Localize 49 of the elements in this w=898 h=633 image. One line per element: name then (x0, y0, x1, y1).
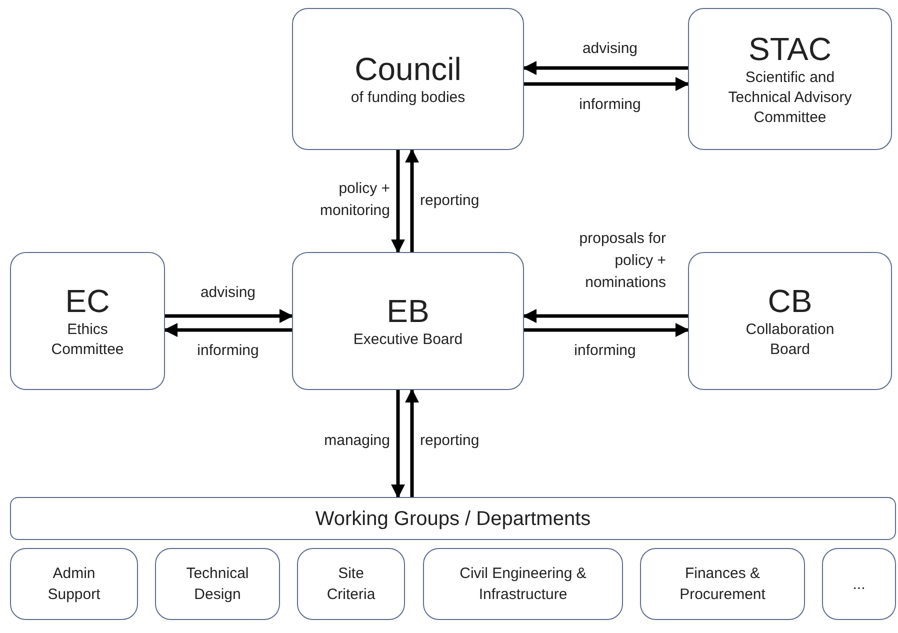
rounded-box (688, 252, 892, 390)
arrow (522, 61, 688, 75)
rounded-box (688, 8, 892, 150)
edge-label: reporting (420, 431, 480, 451)
edge-label: reporting (420, 191, 480, 211)
box-text: Site Criteria (326, 564, 376, 605)
box-title: Council (354, 50, 462, 88)
box-text: Civil Engineering & Infrastructure (458, 564, 588, 605)
rounded-box (292, 8, 524, 150)
edge-label: informing (573, 341, 637, 361)
box-text: Technical Design (185, 564, 250, 605)
arrow (522, 309, 688, 323)
arrow (165, 309, 294, 323)
rounded-box (640, 548, 805, 620)
rounded-box (822, 548, 896, 620)
box-text: Working Groups / Departments (315, 506, 591, 532)
box-text: Scientific and Technical Advisory Committee (727, 68, 853, 128)
rounded-box (297, 548, 405, 620)
arrow (391, 150, 405, 254)
edge-label: managing (323, 431, 390, 451)
box-title: CB (768, 282, 812, 320)
box-title: STAC (748, 30, 832, 68)
arrow (164, 323, 292, 337)
department-bar (10, 497, 896, 540)
box-title: EC (65, 282, 110, 320)
box-text: Collaboration Board (744, 320, 836, 360)
box-text: of funding bodies (350, 88, 466, 108)
arrow (405, 388, 419, 497)
box-text: Executive Board (352, 330, 464, 350)
edge-label: policy + monitoring (318, 179, 390, 221)
edge-label: informing (196, 341, 260, 361)
rounded-box (155, 548, 280, 620)
edge-label: advising (581, 39, 639, 59)
edge-label: proposals for policy + nominations (578, 229, 666, 293)
rounded-box (292, 252, 524, 390)
box-title: EB (386, 292, 430, 330)
arrow (405, 148, 419, 252)
box-text: ... (852, 574, 866, 594)
rounded-box (10, 252, 165, 390)
edge-label: advising (199, 283, 257, 303)
arrow (524, 77, 690, 91)
box-text: Finances & Procurement (678, 564, 766, 605)
arrow (524, 323, 690, 337)
box-text: Admin Support (46, 564, 102, 605)
arrow (391, 390, 405, 498)
edge-label: informing (578, 95, 642, 115)
rounded-box (423, 548, 623, 620)
box-text: Ethics Committee (50, 320, 125, 360)
rounded-box (10, 548, 138, 620)
